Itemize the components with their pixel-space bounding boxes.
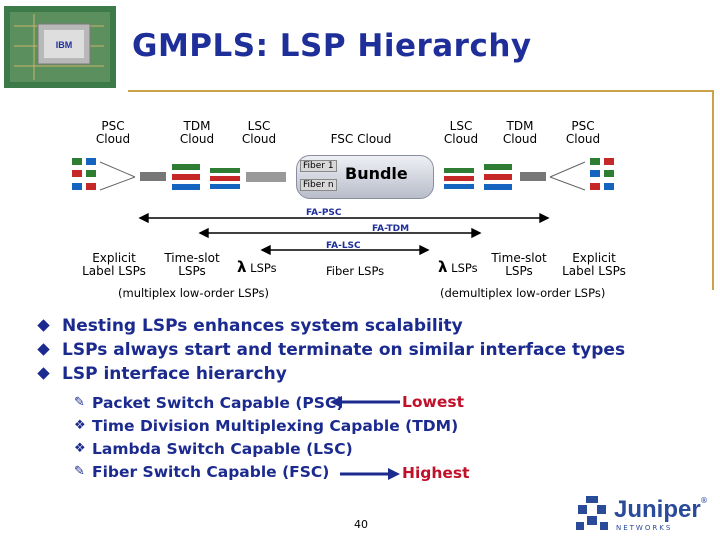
side-rule — [712, 90, 714, 290]
explicit-label-lsps-left: Explicit Label LSPs — [82, 251, 146, 278]
svg-text:IBM: IBM — [56, 40, 73, 50]
title-rule — [128, 90, 714, 92]
fiber-n-label: Fiber n — [300, 179, 337, 191]
left-packets — [72, 158, 286, 190]
psc-cloud-left-label: PSC Cloud — [95, 119, 131, 146]
lsc-cloud-left-label: LSC Cloud — [241, 119, 277, 146]
circuit-chip-image: IBM — [4, 6, 116, 88]
tdm-cloud-right-label: TDM Cloud — [502, 119, 538, 146]
fiber-lsps-label: Fiber LSPs — [326, 264, 385, 278]
lsc-cloud-right-label: LSC Cloud — [443, 119, 479, 146]
hierarchy-arrows — [330, 396, 400, 480]
fiber-1-label: Fiber 1 — [300, 160, 337, 172]
check-bullet-icon: ✎ — [74, 395, 85, 410]
explicit-label-lsps-right: Explicit Label LSPs — [562, 251, 626, 278]
diamond-sub-bullet-icon: ❖ — [74, 441, 86, 456]
registered-mark: ® — [700, 496, 708, 505]
bundle-label: Bundle — [345, 164, 408, 183]
bullet-item: LSPs always start and terminate on simil… — [37, 340, 625, 364]
page-number: 40 — [354, 518, 368, 531]
lambda-lsps-right: λ LSPs — [438, 258, 478, 276]
diamond-bullet-icon — [37, 319, 50, 332]
check-bullet-icon: ✎ — [74, 464, 85, 479]
juniper-logo-text: Juniper — [614, 496, 701, 523]
bullet-item: Nesting LSPs enhances system scalability — [37, 316, 463, 340]
demultiplex-note: (demultiplex low-order LSPs) — [440, 286, 606, 300]
lowest-label: Lowest — [402, 393, 464, 411]
tdm-cloud-left-label: TDM Cloud — [179, 119, 215, 146]
arrow-left-icon — [330, 396, 400, 408]
highest-label: Highest — [402, 464, 470, 482]
lambda-symbol-left: λ — [237, 258, 247, 276]
arrow-right-icon — [340, 468, 400, 480]
fa-arrows — [138, 212, 550, 256]
juniper-logo-mark — [576, 496, 608, 530]
juniper-logo: Juniper ® NETWORKS — [572, 494, 712, 534]
lambda-lsps-left: λ LSPs — [237, 258, 277, 276]
fa-psc-tag: FA-PSC — [306, 208, 342, 218]
right-packets — [444, 158, 614, 190]
juniper-logo-subtext: NETWORKS — [616, 524, 673, 532]
diamond-bullet-icon — [37, 367, 50, 380]
bullet-item: LSP interface hierarchy — [37, 364, 287, 388]
page-title: GMPLS: LSP Hierarchy — [132, 28, 532, 64]
diamond-bullet-icon — [37, 343, 50, 356]
lambda-symbol-right: λ — [438, 258, 448, 276]
time-slot-lsps-left: Time-slot LSPs — [164, 251, 220, 278]
bullet-list: Nesting LSPs enhances system scalability… — [37, 316, 625, 486]
fa-tdm-tag: FA-TDM — [372, 224, 410, 234]
lsp-hierarchy-diagram — [72, 158, 614, 256]
psc-cloud-right-label: PSC Cloud — [565, 119, 601, 146]
lambda-lsps-right-text: LSPs — [451, 261, 478, 275]
diamond-sub-bullet-icon: ❖ — [74, 418, 86, 433]
fsc-cloud-label: FSC Cloud — [330, 132, 392, 146]
time-slot-lsps-right: Time-slot LSPs — [491, 251, 547, 278]
lambda-lsps-left-text: LSPs — [250, 261, 277, 275]
fa-lsc-tag: FA-LSC — [326, 241, 361, 251]
multiplex-note: (multiplex low-order LSPs) — [118, 286, 269, 300]
